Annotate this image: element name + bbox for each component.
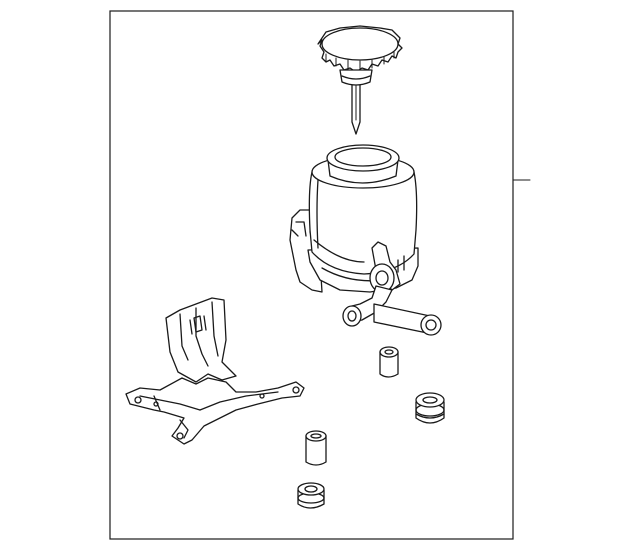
- grommet-upper: [379, 346, 399, 378]
- reservoir-cap: [317, 25, 403, 135]
- mounting-bracket: [125, 297, 305, 445]
- grommet-middle: [415, 392, 445, 424]
- reservoir-tank: [289, 144, 419, 293]
- outlet-pipe: [342, 285, 442, 336]
- dipstick: [351, 77, 361, 135]
- diagram-frame: [109, 10, 514, 540]
- grommet-lower: [297, 482, 325, 509]
- grommet-lower-sleeve: [305, 430, 327, 466]
